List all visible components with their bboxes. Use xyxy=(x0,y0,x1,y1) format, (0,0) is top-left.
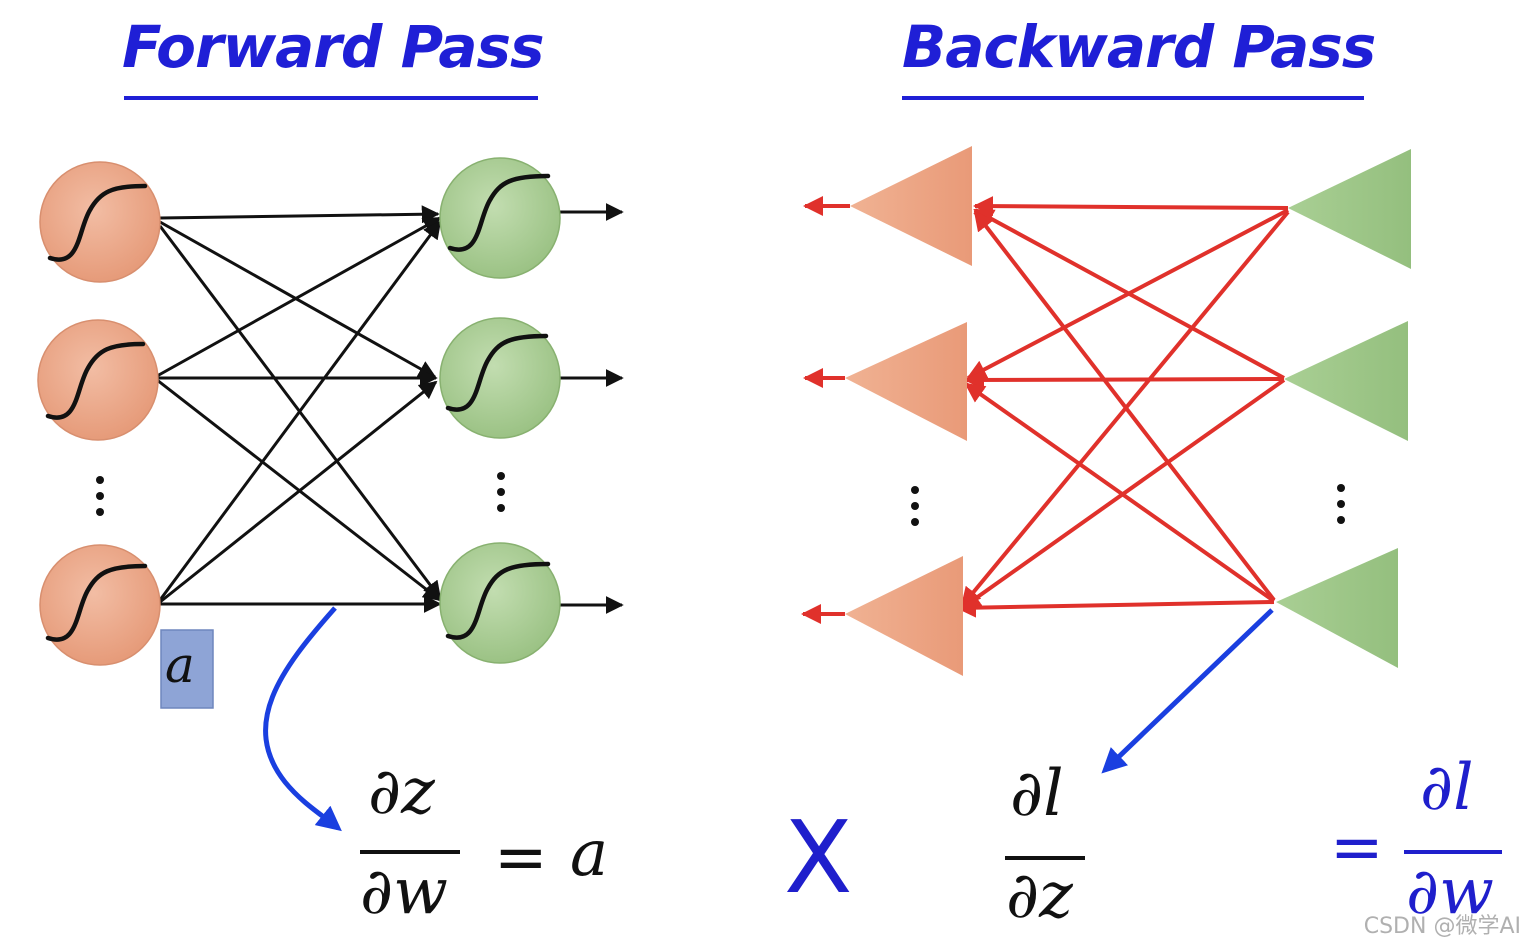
result-fraction-bar xyxy=(1404,850,1502,854)
result-equals: = xyxy=(1330,811,1384,885)
edge-b-1-1 xyxy=(973,196,1289,217)
vertical-ellipsis-icon xyxy=(1337,484,1345,532)
activation-label: a xyxy=(165,636,195,694)
backward-eq-fraction-bar xyxy=(1005,856,1085,860)
backward-title-underline xyxy=(902,96,1364,100)
activation-box xyxy=(160,629,214,709)
result-numerator: ∂l xyxy=(1420,751,1474,825)
forward-eq-denominator: ∂w xyxy=(360,855,448,929)
sigmoid-neuron-icon xyxy=(439,317,561,439)
forward-eq-numerator: ∂z xyxy=(368,755,435,829)
backward-output-layer xyxy=(1276,149,1411,668)
edge-f-1-1 xyxy=(159,205,440,224)
edge-f-3-2 xyxy=(159,380,438,604)
backward-eq-denominator: ∂z xyxy=(1006,859,1073,933)
edge-b-3-2 xyxy=(964,382,1276,603)
triangle-node-icon xyxy=(1276,548,1398,668)
edge-b-3-3 xyxy=(956,597,1275,618)
vertical-ellipsis-icon xyxy=(911,486,919,534)
forward-edges xyxy=(156,203,624,614)
multiply-symbol: X xyxy=(784,799,853,916)
backward-input-layer xyxy=(845,146,972,676)
sigmoid-neuron-icon xyxy=(439,542,561,664)
sigmoid-neuron-icon xyxy=(39,161,161,283)
forward-eq-equals: = xyxy=(494,821,548,895)
triangle-node-icon xyxy=(850,146,972,266)
sigmoid-neuron-icon xyxy=(439,157,561,279)
input-layer xyxy=(37,161,161,666)
triangle-node-icon xyxy=(1284,321,1408,441)
triangle-node-icon xyxy=(845,556,963,676)
edge-f-2-1 xyxy=(156,216,442,378)
vertical-ellipsis-icon xyxy=(497,472,505,520)
forward-pointer-arrow xyxy=(263,606,342,832)
backward-pass-title: Backward Pass xyxy=(902,13,1376,81)
edge-f-3-1 xyxy=(158,220,442,601)
backward-pointer-arrow xyxy=(1101,608,1274,774)
forward-pass-title: Forward Pass xyxy=(122,13,545,81)
backward-eq-numerator: ∂l xyxy=(1010,757,1064,831)
output-layer xyxy=(439,157,561,664)
triangle-node-icon xyxy=(1288,149,1411,269)
forward-eq-fraction-bar xyxy=(360,850,460,854)
sigmoid-neuron-icon xyxy=(39,544,161,666)
edge-f-1-2 xyxy=(159,220,437,379)
edge-b-2-1 xyxy=(973,208,1285,380)
edge-b-3-1 xyxy=(973,210,1276,602)
backward-edges xyxy=(801,196,1290,624)
sigmoid-neuron-icon xyxy=(37,319,159,441)
watermark: CSDN @微学AI xyxy=(1363,914,1521,939)
result-denominator: ∂w xyxy=(1406,855,1494,929)
forward-title-underline xyxy=(124,96,538,100)
triangle-node-icon xyxy=(845,322,967,441)
edge-b-2-2 xyxy=(964,369,1285,390)
vertical-ellipsis-icon xyxy=(96,476,104,524)
forward-eq-rhs: a xyxy=(570,817,609,891)
